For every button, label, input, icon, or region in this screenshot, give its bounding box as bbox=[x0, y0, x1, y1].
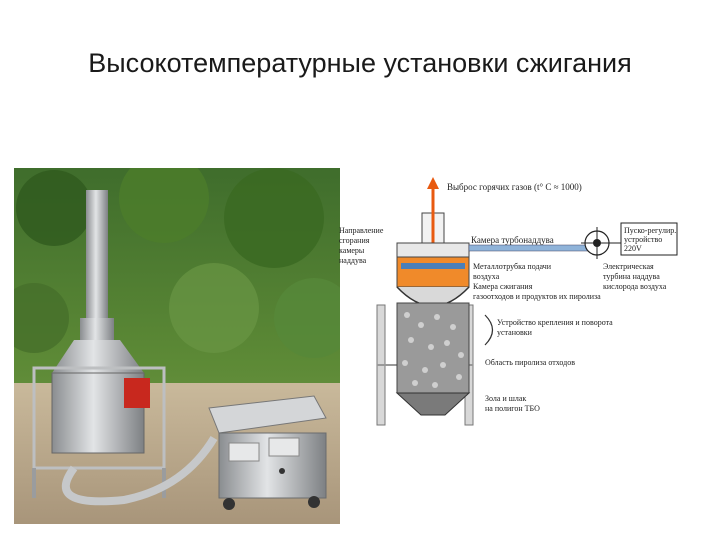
turbo-chamber-label: Камера турбонаддува bbox=[471, 235, 554, 245]
control-label-1: Пуско-регулир. bbox=[624, 226, 676, 235]
exhaust-label: Выброс горячих газов (t° C ≈ 1000) bbox=[447, 182, 582, 192]
tilt-label-2: установки bbox=[497, 328, 533, 337]
air-tube bbox=[401, 263, 465, 269]
tilt-label-1: Устройство крепления и поворота bbox=[497, 318, 613, 327]
slide-title: Высокотемпературные установки сжигания bbox=[0, 48, 720, 79]
incinerator-diagram: Выброс горячих газов (t° C ≈ 1000) Напра… bbox=[335, 165, 720, 435]
metal-tube-label-1: Металлотрубка подачи bbox=[473, 262, 552, 271]
turbine-gear-icon bbox=[581, 227, 613, 259]
turbo-chamber bbox=[397, 243, 469, 257]
ash-label-2: на полигон ТБО bbox=[485, 404, 540, 413]
direction-label-4: наддува bbox=[339, 256, 367, 265]
direction-label-2: сгорания bbox=[339, 236, 370, 245]
pyrolysis-label: Область пиролиза отходов bbox=[485, 358, 575, 367]
turbine-label-2: турбина наддува bbox=[603, 272, 660, 281]
control-label-2: устройство bbox=[624, 235, 662, 244]
metal-tube-label-2: воздуха bbox=[473, 272, 500, 281]
incinerator-photo bbox=[14, 168, 340, 524]
burn-chamber-label-2: газоотходов и продуктов их пиролиза bbox=[473, 292, 601, 301]
ash-label-1: Зола и шлак bbox=[485, 394, 526, 403]
direction-label-3: камеры bbox=[339, 246, 365, 255]
turbine-label-3: кислорода воздуха bbox=[603, 282, 667, 291]
combustion-chamber bbox=[397, 257, 469, 287]
turbine-pipe bbox=[469, 245, 589, 251]
direction-label-1: Направление bbox=[339, 226, 384, 235]
ash-hopper bbox=[397, 393, 469, 415]
control-label-3: 220V bbox=[624, 244, 642, 253]
burn-chamber-label-1: Камера сжигания bbox=[473, 282, 533, 291]
turbine-label-1: Электрическая bbox=[603, 262, 654, 271]
